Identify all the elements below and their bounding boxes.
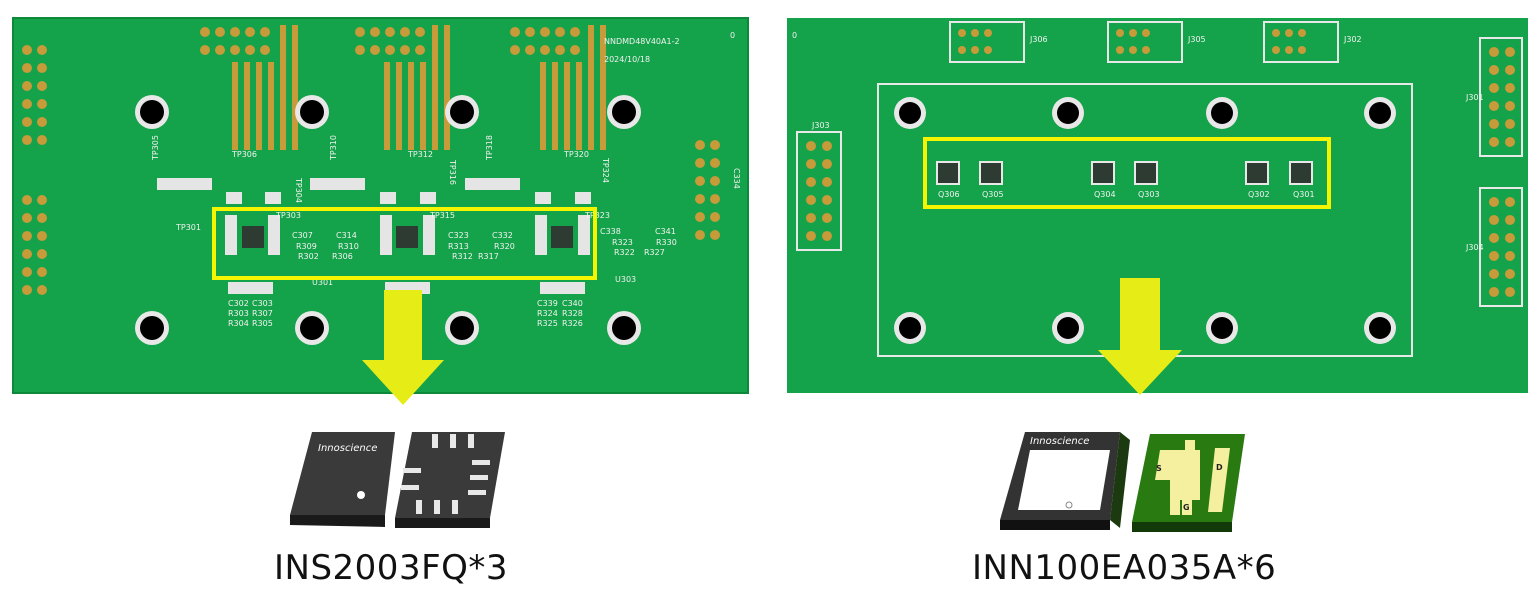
silk-label: R309 (296, 242, 317, 251)
silk-label: C334 (732, 168, 741, 189)
silk-label: R312 (452, 252, 473, 261)
silk-label: C341 (655, 227, 676, 236)
left-chip-brand: Innoscience (318, 443, 377, 454)
silk-label: TP303 (275, 211, 301, 220)
ins2003fq-chips-on-board (242, 226, 573, 248)
silk-label: TP320 (563, 150, 589, 159)
pin-label-g: G (1183, 503, 1190, 512)
silk-label: R304 (228, 319, 249, 328)
silk-label: R328 (562, 309, 583, 318)
silk-label: J305 (1187, 35, 1206, 44)
silk-label: J306 (1029, 35, 1048, 44)
ins2003fq-package-top: Innoscience (290, 432, 395, 527)
silk-label: R307 (252, 309, 273, 318)
silk-label: R326 (562, 319, 583, 328)
silk-label: R320 (494, 242, 515, 251)
silk-label: TP306 (231, 150, 257, 159)
silk-label: C303 (252, 299, 273, 308)
silk-label: TP315 (429, 211, 455, 220)
silk-label: R305 (252, 319, 273, 328)
right-down-arrow (1098, 278, 1182, 395)
silk-label: J303 (811, 121, 830, 130)
silk-label: TP310 (329, 135, 338, 161)
silk-label: C338 (600, 227, 621, 236)
right-corner-mark: 0 (792, 31, 797, 40)
silk-label: R325 (537, 319, 558, 328)
silk-label: R310 (338, 242, 359, 251)
silk-label: R313 (448, 242, 469, 251)
left-product-caption: INS2003FQ*3 (274, 548, 509, 588)
silk-label: J301 (1465, 93, 1484, 102)
silk-label: J302 (1343, 35, 1362, 44)
silk-label: R330 (656, 238, 677, 247)
inn100ea035a-package-bottom: S D G (1132, 434, 1245, 532)
silk-label: C339 (537, 299, 558, 308)
inn100ea035a-chips-on-board (936, 161, 1313, 185)
silk-label: R302 (298, 252, 319, 261)
right-product-caption: INN100EA035A*6 (972, 548, 1277, 588)
left-corner-mark: 0 (730, 31, 735, 40)
silk-label: Q303 (1138, 190, 1160, 199)
silk-label: R303 (228, 309, 249, 318)
left-pcb-board: NNDMD48V40A1-2 2024/10/18 0 TP305 TP306 … (12, 17, 749, 394)
silk-label: Q302 (1248, 190, 1270, 199)
silk-label: Q301 (1293, 190, 1315, 199)
left-highlight-box (212, 207, 597, 280)
silk-label: TP312 (407, 150, 433, 159)
board-date-text: 2024/10/18 (604, 55, 650, 64)
silk-label: Q304 (1094, 190, 1116, 199)
silk-label: TP304 (294, 177, 303, 203)
silk-label: U303 (615, 275, 636, 284)
silk-label: C314 (336, 231, 357, 240)
left-down-arrow (362, 290, 444, 405)
silk-label: TP316 (448, 159, 457, 185)
silk-label: U301 (312, 278, 333, 287)
silk-label: TP305 (151, 135, 160, 161)
board-id-text: NNDMD48V40A1-2 (604, 37, 680, 46)
silk-label: C302 (228, 299, 249, 308)
silk-label: C332 (492, 231, 513, 240)
pin-label-s: S (1156, 464, 1162, 473)
silk-label: R327 (644, 248, 665, 257)
silk-label: C340 (562, 299, 583, 308)
silk-label: TP301 (175, 223, 201, 232)
silk-label: R324 (537, 309, 558, 318)
silk-label: R322 (614, 248, 635, 257)
silk-label: Q306 (938, 190, 960, 199)
silk-label: R323 (612, 238, 633, 247)
ins2003fq-package-bottom (395, 432, 505, 528)
right-highlight-box (923, 137, 1331, 209)
silk-label: C323 (448, 231, 469, 240)
pin-label-d: D (1216, 463, 1223, 472)
right-chip-brand: Innoscience (1030, 436, 1089, 447)
inn100ea035a-package-top: Innoscience (1000, 432, 1130, 530)
silk-label: Q305 (982, 190, 1004, 199)
silk-label: J304 (1465, 243, 1484, 252)
silk-label: R317 (478, 252, 499, 261)
silk-label: TP318 (485, 135, 494, 161)
silk-label: C307 (292, 231, 313, 240)
silk-label: TP324 (601, 157, 610, 183)
silk-label: R306 (332, 252, 353, 261)
